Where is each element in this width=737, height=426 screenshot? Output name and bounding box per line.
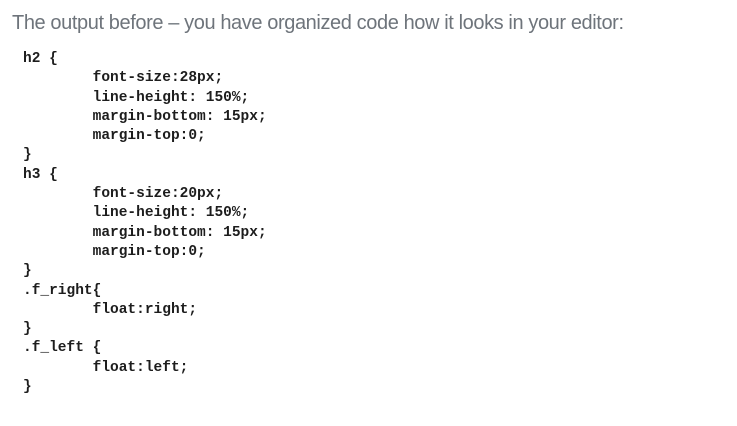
css-code-snippet-image: h2 { font-size:28px; line-height: 150%; … <box>23 51 267 396</box>
intro-paragraph: The output before – you have organized c… <box>12 12 624 34</box>
